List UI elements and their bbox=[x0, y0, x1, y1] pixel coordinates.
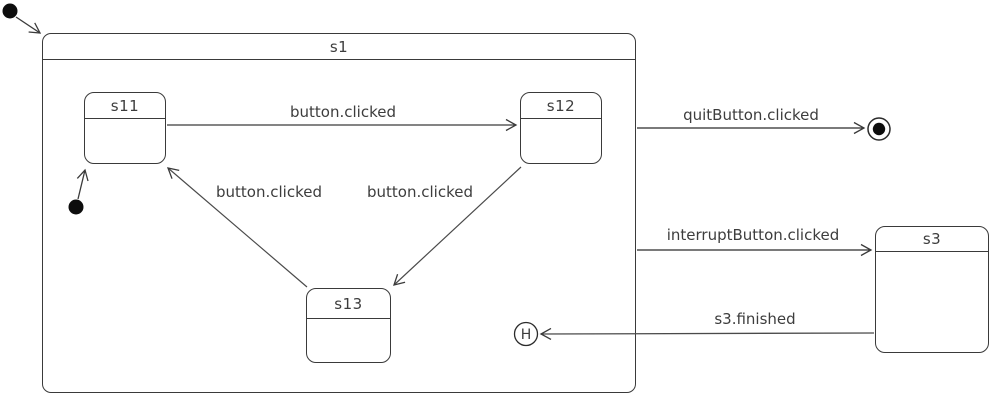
state-s3-title: s3 bbox=[876, 227, 988, 252]
transition-label-s11-s12: button.clicked bbox=[290, 103, 396, 121]
state-s13: s13 bbox=[306, 288, 391, 363]
transition-initial-to-s1 bbox=[15, 16, 42, 34]
transition-label-finished: s3.finished bbox=[714, 310, 796, 328]
state-s13-title: s13 bbox=[307, 289, 390, 319]
final-state bbox=[867, 117, 891, 141]
state-s11-title: s11 bbox=[85, 93, 165, 119]
transition-label-interrupt: interruptButton.clicked bbox=[666, 226, 840, 244]
state-s12: s12 bbox=[520, 92, 602, 164]
state-s11: s11 bbox=[84, 92, 166, 164]
state-s12-title: s12 bbox=[521, 93, 601, 119]
initial-state-dot-outer bbox=[2, 3, 18, 19]
transition-label-s12-s13: button.clicked bbox=[367, 183, 473, 201]
state-s1-title: s1 bbox=[43, 34, 635, 60]
state-s3: s3 bbox=[875, 226, 989, 353]
transition-label-s13-s11: button.clicked bbox=[216, 183, 322, 201]
transition-label-quit: quitButton.clicked bbox=[683, 106, 819, 124]
